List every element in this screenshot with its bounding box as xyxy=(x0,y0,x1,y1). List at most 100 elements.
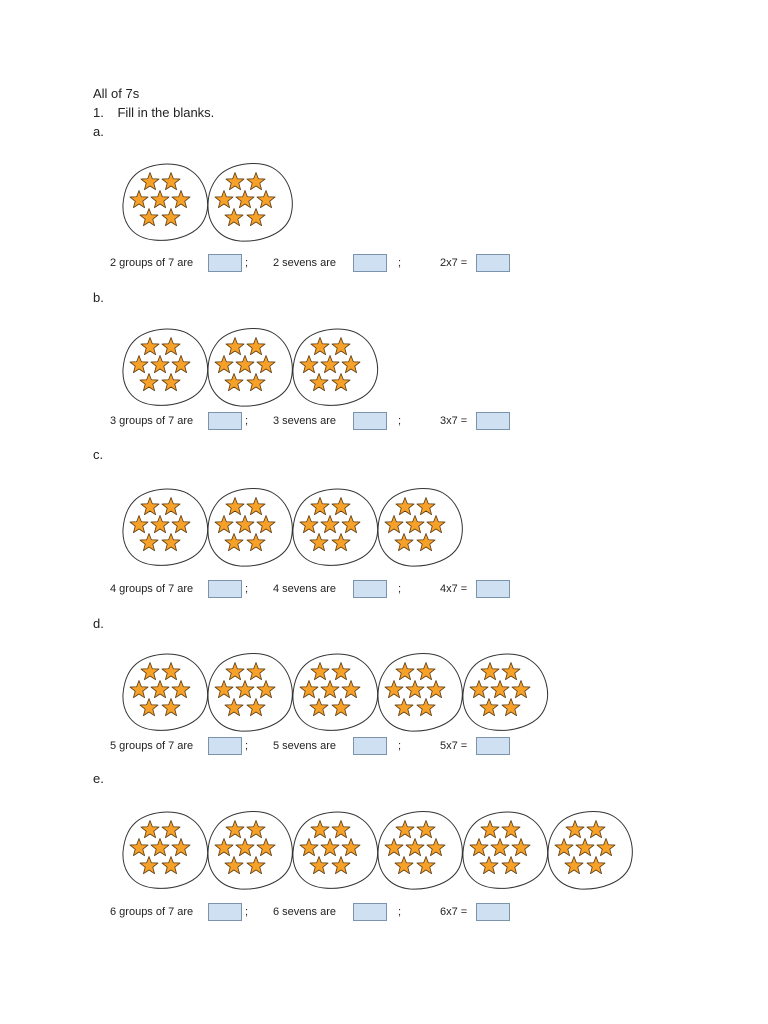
group-outline xyxy=(207,327,293,407)
group-outline xyxy=(122,328,208,406)
star-group-drawing xyxy=(207,652,293,732)
star-icon xyxy=(246,172,266,191)
star-icon xyxy=(161,698,181,717)
group-outline xyxy=(207,162,293,242)
star-icon xyxy=(256,680,276,699)
star-group-drawing xyxy=(122,811,208,889)
star-icon xyxy=(405,515,425,534)
star-icon xyxy=(320,515,340,534)
star-icon xyxy=(129,838,149,857)
star-icon xyxy=(246,820,266,839)
group-outline xyxy=(547,810,633,890)
group-outline xyxy=(377,652,463,732)
star-group xyxy=(205,650,295,732)
product-answer-box[interactable] xyxy=(476,412,510,430)
sevens-answer-box[interactable] xyxy=(353,580,387,598)
star-icon xyxy=(586,820,606,839)
star-icon xyxy=(501,856,521,875)
star-icon xyxy=(565,820,585,839)
star-icon xyxy=(246,337,266,356)
star-group xyxy=(290,325,380,406)
groups-answer-box[interactable] xyxy=(208,254,242,272)
separator: ; xyxy=(245,257,249,269)
multiplication-text: 3x7 = xyxy=(440,415,468,427)
instruction-number: 1. xyxy=(93,105,104,120)
instruction-text: Fill in the blanks. xyxy=(117,105,215,120)
group-outline xyxy=(292,488,378,566)
groups-answer-box[interactable] xyxy=(208,737,242,755)
star-group xyxy=(205,160,295,242)
separator: ; xyxy=(398,583,402,595)
section-label: b. xyxy=(93,290,104,305)
star-icon xyxy=(140,820,160,839)
multiplication-text: 2x7 = xyxy=(440,257,468,269)
product-answer-box[interactable] xyxy=(476,580,510,598)
star-icon xyxy=(139,698,159,717)
separator: ; xyxy=(398,906,402,918)
star-group xyxy=(460,808,550,889)
groups-answer-box[interactable] xyxy=(208,903,242,921)
star-icon xyxy=(150,190,170,209)
star-group-drawing xyxy=(292,328,378,406)
star-icon xyxy=(299,680,319,699)
star-icon xyxy=(575,838,595,857)
star-icon xyxy=(150,515,170,534)
star-icon xyxy=(225,497,245,516)
star-icon xyxy=(511,838,531,857)
group-outline xyxy=(122,811,208,889)
star-icon xyxy=(161,497,181,516)
sevens-answer-box[interactable] xyxy=(353,254,387,272)
section-label: a. xyxy=(93,124,104,139)
group-outline xyxy=(292,653,378,731)
star-icon xyxy=(246,208,266,227)
star-icon xyxy=(331,820,351,839)
star-icon xyxy=(310,820,330,839)
sevens-answer-box[interactable] xyxy=(353,412,387,430)
product-answer-box[interactable] xyxy=(476,254,510,272)
product-answer-box[interactable] xyxy=(476,737,510,755)
star-icon xyxy=(384,680,404,699)
star-icon xyxy=(140,172,160,191)
star-group-drawing xyxy=(377,810,463,890)
groups-of-seven-text: 3 groups of 7 are xyxy=(110,415,194,427)
star-icon xyxy=(161,373,181,392)
product-answer-box[interactable] xyxy=(476,903,510,921)
star-icon xyxy=(309,856,329,875)
star-icon xyxy=(129,190,149,209)
star-icon xyxy=(395,662,415,681)
star-icon xyxy=(214,355,234,374)
groups-of-seven-text: 2 groups of 7 are xyxy=(110,257,194,269)
star-icon xyxy=(225,662,245,681)
group-outline xyxy=(207,487,293,567)
star-group xyxy=(375,650,465,732)
star-icon xyxy=(256,838,276,857)
star-icon xyxy=(394,533,414,552)
star-icon xyxy=(235,355,255,374)
groups-answer-box[interactable] xyxy=(208,412,242,430)
star-icon xyxy=(224,373,244,392)
star-icon xyxy=(246,533,266,552)
star-icon xyxy=(469,838,489,857)
worksheet-title: All of 7s xyxy=(93,86,140,101)
star-group xyxy=(120,160,210,241)
star-icon xyxy=(416,820,436,839)
star-group-drawing xyxy=(547,810,633,890)
groups-of-seven-text: 4 groups of 7 are xyxy=(110,583,194,595)
star-group xyxy=(460,650,550,731)
star-icon xyxy=(246,662,266,681)
star-icon xyxy=(564,856,584,875)
groups-answer-box[interactable] xyxy=(208,580,242,598)
group-outline xyxy=(292,328,378,406)
star-icon xyxy=(140,662,160,681)
star-icon xyxy=(214,838,234,857)
star-icon xyxy=(224,698,244,717)
star-icon xyxy=(225,820,245,839)
star-icon xyxy=(150,355,170,374)
star-group xyxy=(290,485,380,566)
star-icon xyxy=(416,533,436,552)
sevens-answer-box[interactable] xyxy=(353,737,387,755)
star-icon xyxy=(256,355,276,374)
star-icon xyxy=(416,856,436,875)
sevens-answer-box[interactable] xyxy=(353,903,387,921)
section-label: e. xyxy=(93,771,104,786)
